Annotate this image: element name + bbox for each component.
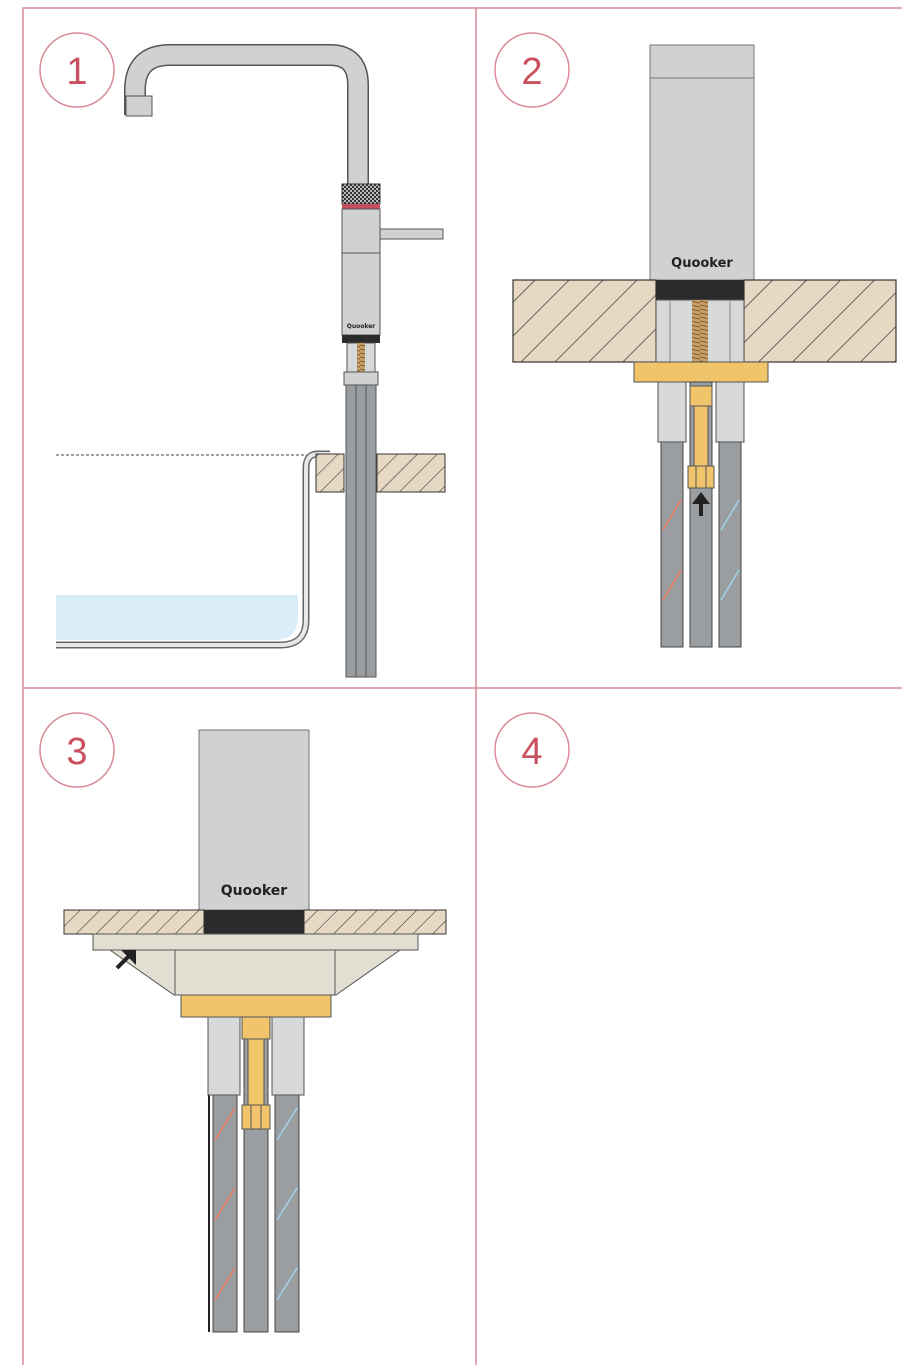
step-4-badge: 4 xyxy=(494,712,570,788)
step-2-number: 2 xyxy=(521,51,542,93)
mounting-plate xyxy=(633,361,769,383)
panel-step-1: 1 Quooker xyxy=(39,32,446,678)
panel-step-2: 2 Quooker xyxy=(494,32,897,648)
step-1-number: 1 xyxy=(66,51,87,93)
tap-brand-label: Quooker xyxy=(671,256,733,271)
panel-grid xyxy=(22,7,902,1365)
panel-step-3: 3 Quooker xyxy=(39,712,447,1333)
sink xyxy=(56,450,330,649)
step-2-badge: 2 xyxy=(494,32,570,108)
worktop xyxy=(315,453,446,493)
step-3-badge: 3 xyxy=(39,712,115,788)
mounting-plate xyxy=(180,994,332,1018)
worktop xyxy=(512,279,897,363)
tap-hoses xyxy=(345,384,377,678)
push-up-arrow-icon xyxy=(692,492,710,516)
brass-fixing-rod xyxy=(687,385,715,489)
tap-base xyxy=(655,280,745,363)
slide-up-arrow-icon xyxy=(115,950,136,970)
support-plate xyxy=(92,933,419,996)
quooker-tap: Quooker xyxy=(124,44,444,386)
tap-body: Quooker xyxy=(649,44,755,281)
panel-step-4: 4 xyxy=(494,712,570,788)
worktop xyxy=(63,909,447,935)
step-1-badge: 1 xyxy=(39,32,115,108)
step-4-number: 4 xyxy=(521,731,542,773)
tap-brand-label: Quooker xyxy=(347,323,376,330)
brass-fixing-rod xyxy=(241,1016,271,1130)
tap-brand-label: Quooker xyxy=(221,883,288,899)
step-3-number: 3 xyxy=(66,731,87,773)
tap-body: Quooker xyxy=(198,729,310,911)
connection-hoses xyxy=(207,1016,305,1333)
